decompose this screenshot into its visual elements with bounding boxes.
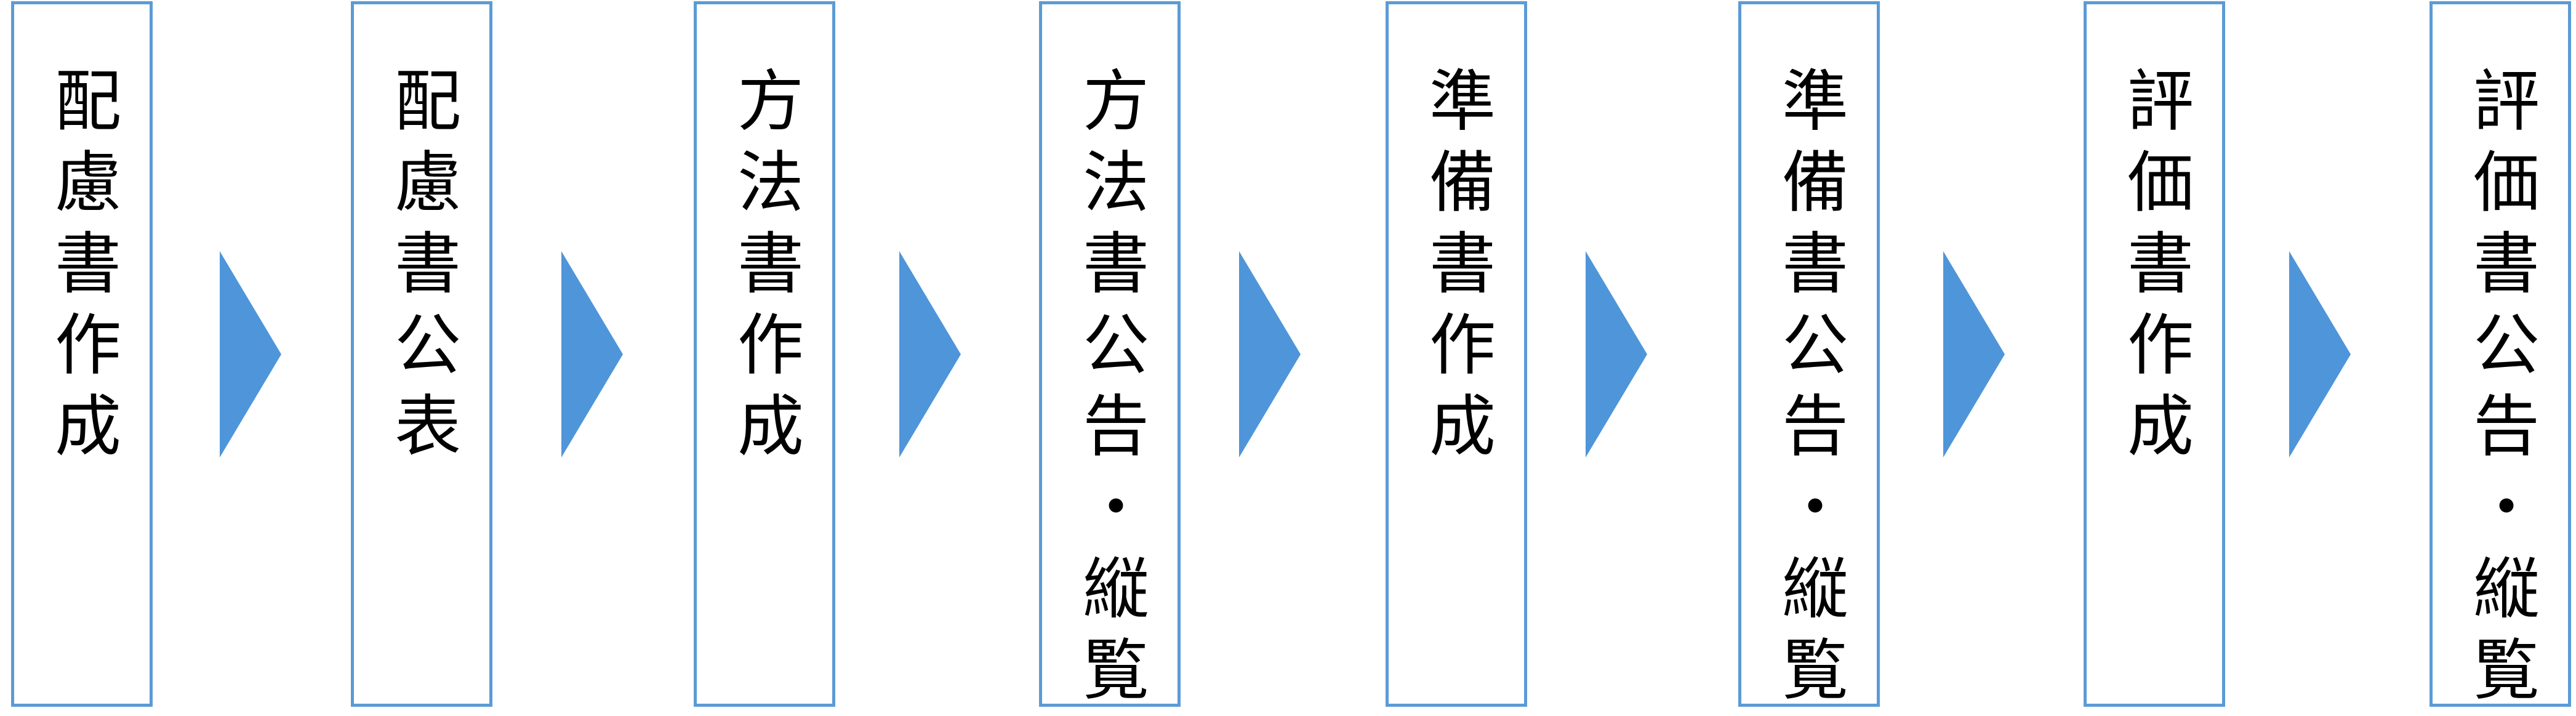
flow-arrow-3	[899, 251, 961, 457]
flow-arrow-6	[1943, 251, 2005, 457]
step-label-8: 評価書公告・縦覧	[2462, 66, 2539, 716]
flow-arrow-5	[1586, 251, 1647, 457]
step-box-6: 準備書公告・縦覧	[1738, 1, 1880, 716]
step-box-8: 評価書公告・縦覧	[2430, 1, 2571, 716]
step-label-2: 配慮書公表	[383, 66, 460, 472]
step-box-2: 配慮書公表	[351, 1, 492, 707]
step-box-5: 準備書作成	[1386, 1, 1527, 707]
flow-arrow-1	[220, 251, 281, 457]
flow-arrow-7	[2289, 251, 2351, 457]
step-box-4: 方法書公告・縦覧	[1039, 1, 1181, 716]
step-label-3: 方法書作成	[726, 66, 803, 472]
step-label-4: 方法書公告・縦覧	[1072, 66, 1149, 716]
flow-arrow-2	[561, 251, 623, 457]
step-label-7: 評価書作成	[2116, 66, 2193, 472]
step-box-3: 方法書作成	[694, 1, 835, 707]
step-label-5: 準備書作成	[1418, 66, 1495, 472]
flow-arrow-4	[1239, 251, 1301, 457]
step-box-7: 評価書作成	[2084, 1, 2225, 707]
step-label-6: 準備書公告・縦覧	[1771, 66, 1848, 716]
step-box-1: 配慮書作成	[11, 1, 153, 707]
step-label-1: 配慮書作成	[44, 66, 121, 472]
